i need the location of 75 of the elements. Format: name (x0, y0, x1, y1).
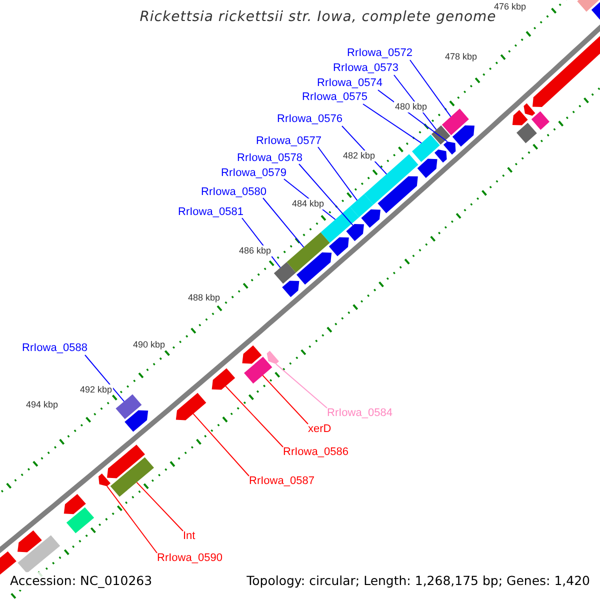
gene-feature (282, 280, 300, 298)
leader-line (298, 164, 354, 226)
scale-label: 486 kbp (238, 246, 272, 256)
gene-feature (64, 494, 86, 514)
gene-label: RrIowa_0579 (221, 167, 286, 180)
gene-block (442, 108, 469, 136)
scale-label: 494 kbp (24, 400, 60, 410)
leader-line (225, 386, 284, 448)
gene-block (286, 232, 330, 273)
gene-label: RrIowa_0581 (178, 206, 244, 219)
gene-label: RrIowa_0584 (327, 407, 392, 420)
gene-feature (242, 345, 262, 364)
leader-line (192, 413, 250, 476)
gene-feature (212, 368, 236, 390)
leader-line (362, 104, 422, 144)
gene-feature (378, 176, 418, 214)
scale-label: 478 kbp (444, 52, 478, 62)
gene-feature (107, 444, 145, 478)
gene-feature (18, 530, 42, 552)
gene-feature (361, 209, 380, 228)
gene-feature (328, 237, 349, 256)
gene-feature (346, 224, 364, 242)
gene-block (350, 194, 374, 218)
gene-block (244, 356, 272, 384)
gene-feature (512, 110, 528, 126)
leader-line (410, 60, 452, 118)
gene-label: RrIowa_0572 (347, 47, 412, 60)
scale-label: 490 kbp (132, 340, 166, 350)
gene-label: RrIowa_0576 (277, 113, 342, 126)
leader-line (318, 146, 358, 201)
gene-block (66, 507, 94, 534)
gene-label: RrIowa_0575 (302, 91, 368, 104)
gene-feature (524, 103, 536, 116)
gene-feature (266, 350, 279, 364)
gene-block (274, 262, 296, 284)
gene-label: RrIowa_0586 (283, 446, 348, 459)
leader-line (84, 354, 125, 402)
gene-block (577, 0, 600, 12)
gene-label: RrIowa_0578 (237, 152, 302, 165)
gene-feature (443, 142, 456, 155)
scale-label: 492 kbp (78, 384, 114, 396)
gene-feature (591, 0, 600, 20)
scale-label: 476 kbp (492, 2, 528, 12)
leader-line (106, 486, 158, 554)
leader-line (136, 482, 184, 532)
gene-block (18, 535, 60, 574)
gene-feature (452, 125, 474, 147)
scale-label: 480 kbp (394, 102, 428, 112)
gene-label: RrIowa_0574 (317, 77, 382, 90)
gene-block (412, 134, 440, 162)
gene-label: RrIowa_0587 (249, 475, 314, 488)
gene-block (116, 394, 142, 420)
scale-label: 488 kbp (186, 292, 222, 304)
gene-label: RrIowa_0588 (22, 342, 88, 355)
gene-feature (296, 252, 332, 285)
leader-line (262, 198, 304, 248)
gene-label: RrIowa_0573 (333, 62, 398, 75)
gene-feature (176, 392, 206, 420)
gene-feature (417, 158, 438, 178)
leader-line (262, 374, 308, 424)
gene-label: xerD (308, 423, 332, 436)
gene-label: RrIowa_0580 (201, 186, 266, 199)
leader-line (276, 364, 328, 408)
gene-label: RrIowa_0577 (256, 135, 322, 148)
gene-feature (434, 150, 447, 163)
gene-feature (124, 410, 148, 432)
gene-block (110, 457, 154, 497)
gene-block (531, 111, 550, 130)
gene-block (516, 122, 537, 144)
gene-block (320, 206, 360, 243)
scale-label: 482 kbp (342, 150, 376, 162)
gene-label: Int (183, 530, 196, 543)
gene-label: RrIowa_0590 (157, 552, 222, 565)
gene-block (431, 125, 450, 145)
scale-label: 484 kbp (290, 198, 326, 210)
